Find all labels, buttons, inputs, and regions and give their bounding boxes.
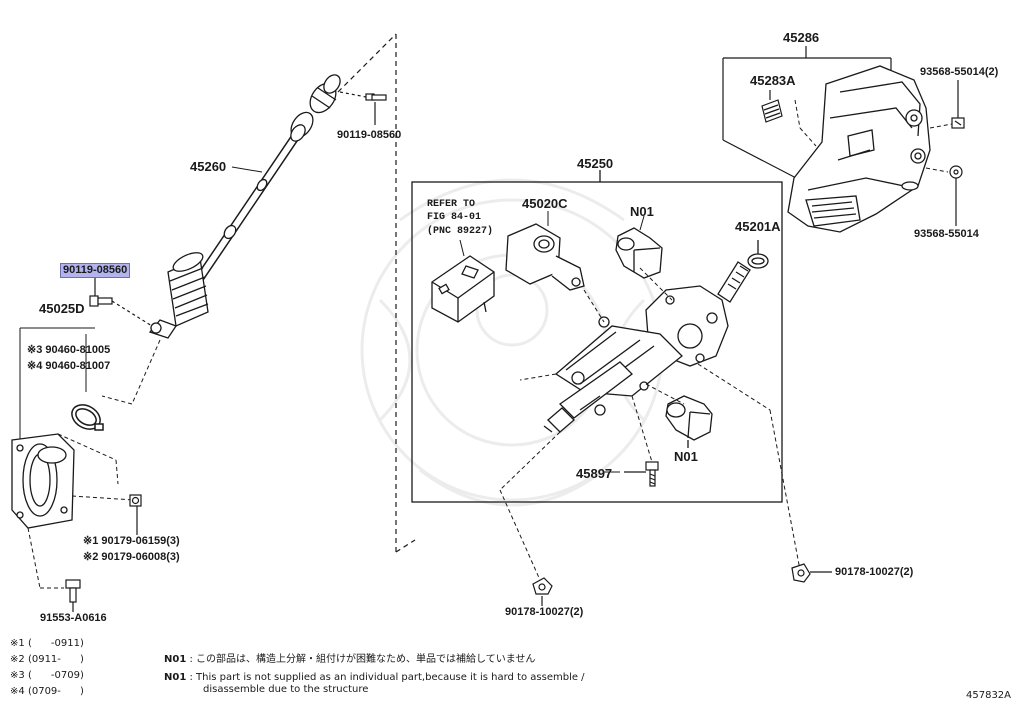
footnote-3-range: ( -0709) <box>27 670 84 681</box>
column-dashed-lines <box>499 267 801 581</box>
n01-note-en-line-2: disassemble due to the structure <box>203 684 369 695</box>
bolt-91553 <box>65 579 81 612</box>
footnote-2-mark: ※2 <box>10 654 25 665</box>
refer-to-line-1: REFER TO <box>427 199 476 210</box>
bolt-90119-left <box>89 277 153 327</box>
label-45250[interactable]: 45250 <box>577 156 614 171</box>
label-n01-bottom[interactable]: N01 <box>674 449 698 464</box>
label-45283a <box>761 99 783 123</box>
key-housing <box>505 223 585 291</box>
footnote-3-mark: ※3 <box>10 670 25 681</box>
bolt-90119-top <box>339 91 387 125</box>
label-45283a[interactable]: 45283A <box>750 73 796 88</box>
ring-45201a <box>747 240 769 269</box>
intermediate-shaft <box>148 74 341 339</box>
clip-90178-right <box>791 563 832 583</box>
label-45286[interactable]: 45286 <box>783 30 820 45</box>
cover-dashed-lines-2 <box>794 99 953 173</box>
cover-bracket-lines <box>722 46 892 181</box>
label-90119-08560-highlighted[interactable]: 90119-08560 <box>60 263 131 278</box>
screw-93568-bottom <box>949 165 963 226</box>
figure-id: 457832A <box>966 690 1012 701</box>
label-90179-06159[interactable]: ※1 90179-06159(3) <box>83 535 180 547</box>
footnote-4-mark: ※4 <box>10 686 25 697</box>
n01-part-bottom <box>665 395 713 448</box>
label-93568-55014-bottom[interactable]: 93568-55014 <box>914 228 979 240</box>
label-90460-81007[interactable]: ※4 90460-81007 <box>27 360 111 372</box>
nut-90179 <box>129 494 142 535</box>
label-93568-55014-top[interactable]: 93568-55014(2) <box>920 66 999 78</box>
n01-part-top <box>615 227 663 279</box>
footnote-4: ※4 (0709- ) <box>10 686 84 698</box>
clamp-ring-90460 <box>71 404 104 431</box>
n01-note-jp: N01 : この部品は、構造上分解・組付けが困難なため、単品では補給していません <box>164 654 535 666</box>
footnote-2: ※2 (0911- ) <box>10 654 84 666</box>
refer-to-line-2[interactable]: FIG 84-01 <box>427 212 482 223</box>
label-90460-81005[interactable]: ※3 90460-81005 <box>27 344 111 356</box>
n01-note-en-code: N01 <box>164 672 187 683</box>
label-90178-10027-right[interactable]: 90178-10027(2) <box>835 566 914 578</box>
label-91553-a0616[interactable]: 91553-A0616 <box>40 612 107 624</box>
shaft-leaders <box>19 166 263 444</box>
label-90178-10027-left[interactable]: 90178-10027(2) <box>505 606 584 618</box>
column-hole-cover <box>11 433 75 529</box>
label-45260[interactable]: 45260 <box>190 159 227 174</box>
footnote-1-range: ( -0911) <box>27 638 84 649</box>
refer-to-line-3: (PNC 89227) <box>427 226 494 237</box>
footnote-4-range: (0709- ) <box>27 686 84 697</box>
switch-bracket <box>431 255 495 323</box>
upper-column-cover <box>787 65 931 233</box>
n01-note-jp-code: N01 <box>164 654 187 665</box>
n01-note-jp-text: : この部品は、構造上分解・組付けが困難なため、単品では補給していません <box>189 654 536 665</box>
bolt-45897 <box>624 461 659 487</box>
label-n01-top[interactable]: N01 <box>630 204 654 219</box>
label-45897[interactable]: 45897 <box>576 466 613 481</box>
column-assembly-frame <box>411 170 783 503</box>
n01-note-en: N01 : This part is not supplied as an in… <box>164 672 585 684</box>
n01-note-en-text-1: : This part is not supplied as an indivi… <box>189 672 585 683</box>
label-90179-06008[interactable]: ※2 90179-06008(3) <box>83 551 180 563</box>
steering-column <box>543 261 751 433</box>
footnote-3: ※3 ( -0709) <box>10 670 84 682</box>
label-45201a[interactable]: 45201A <box>735 219 781 234</box>
footnote-1: ※1 ( -0911) <box>10 638 84 650</box>
label-90119-08560-top[interactable]: 90119-08560 <box>337 129 402 141</box>
screw-93568-top <box>951 80 965 129</box>
shaft-dashed-frame <box>337 33 416 553</box>
label-45025d[interactable]: 45025D <box>39 301 85 316</box>
footnote-2-range: (0911- ) <box>27 654 84 665</box>
cover-dashed-lines <box>27 339 161 589</box>
label-45020c[interactable]: 45020C <box>522 196 568 211</box>
misc-leaders <box>459 211 645 473</box>
clip-90178-left <box>532 577 553 606</box>
footnote-1-mark: ※1 <box>10 638 25 649</box>
